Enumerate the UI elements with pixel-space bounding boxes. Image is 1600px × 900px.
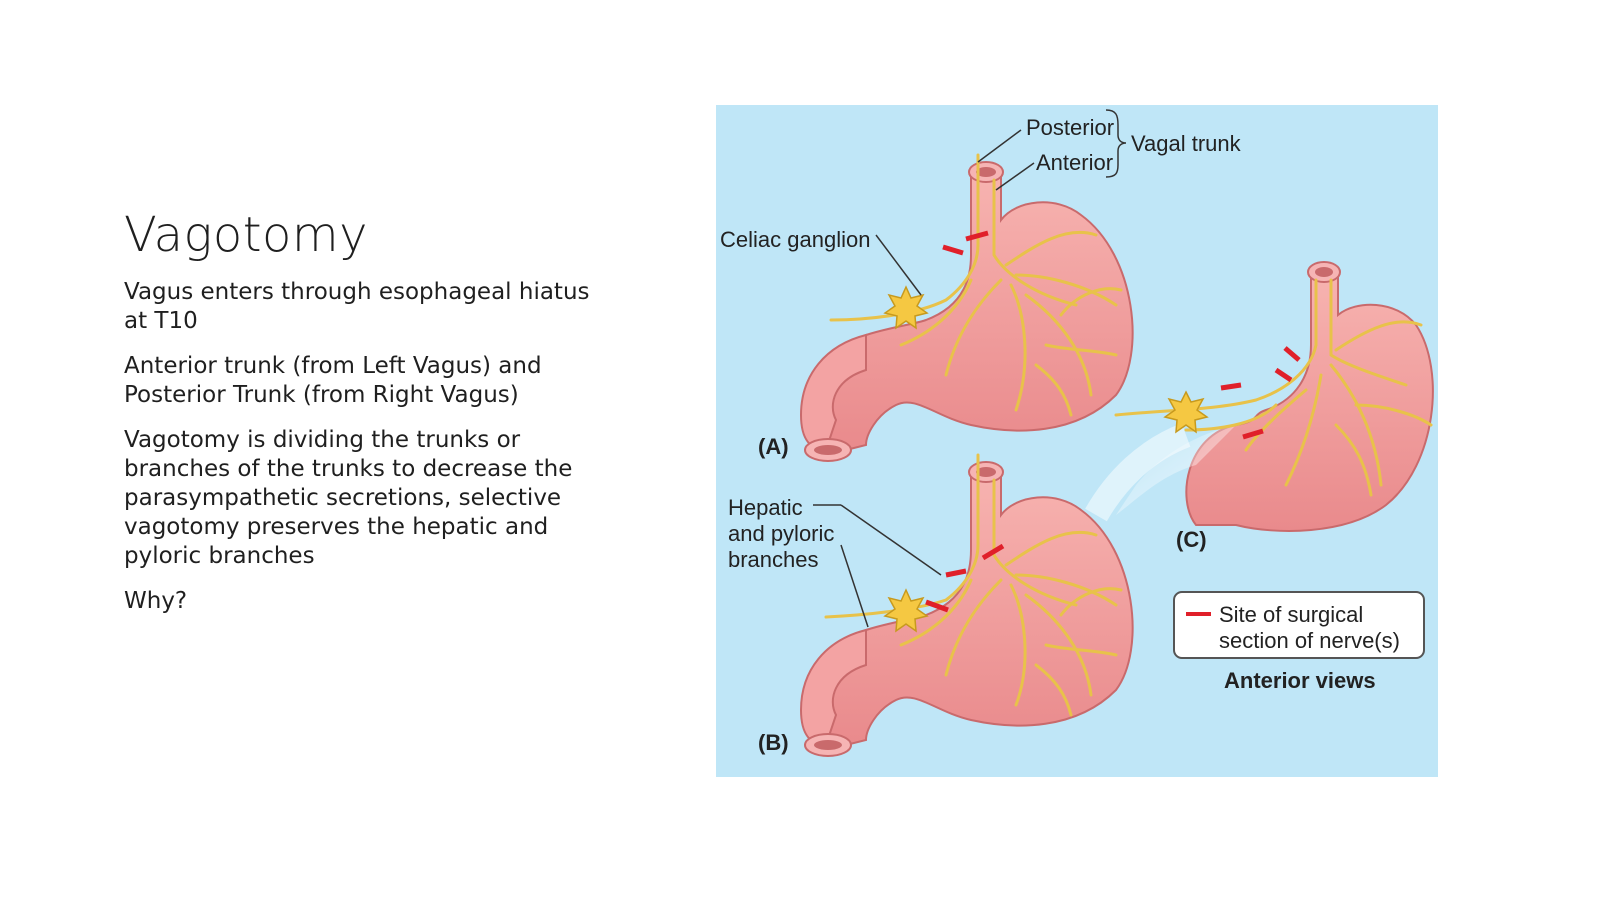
label-anterior: Anterior xyxy=(1036,150,1113,175)
label-vagal-trunk: Vagal trunk xyxy=(1131,131,1242,156)
label-celiac-ganglion: Celiac ganglion xyxy=(720,227,870,252)
label-panel-b: (B) xyxy=(758,730,789,755)
celiac-ganglion-c-icon xyxy=(1163,390,1209,434)
label-hepatic-line2: and pyloric xyxy=(728,521,834,546)
label-posterior: Posterior xyxy=(1026,115,1114,140)
label-panel-a: (A) xyxy=(758,434,789,459)
slide-body: Vagus enters through esophageal hiatus a… xyxy=(124,278,614,632)
stomach-c xyxy=(1085,261,1434,532)
paragraph-trunks: Anterior trunk (from Left Vagus) and Pos… xyxy=(124,353,542,408)
legend: Site of surgical section of nerve(s) xyxy=(1173,591,1425,659)
stomach-a xyxy=(799,153,1134,462)
label-panel-c: (C) xyxy=(1176,527,1207,552)
label-hepatic-line3: branches xyxy=(728,547,819,572)
paragraph-why: Why? xyxy=(124,588,188,614)
legend-line1: Site of surgical xyxy=(1219,602,1363,627)
paragraph-vagus-entry: Vagus enters through esophageal hiatus a… xyxy=(124,279,590,334)
slide-title: Vagotomy xyxy=(124,207,369,263)
paragraph-vagotomy-definition: Vagotomy is dividing the trunks or branc… xyxy=(124,427,573,569)
stomach-b xyxy=(799,453,1134,757)
vagotomy-illustration: Posterior Anterior Vagal trunk Celiac ga… xyxy=(716,105,1438,777)
label-anterior-views: Anterior views xyxy=(1224,668,1376,693)
legend-line2: section of nerve(s) xyxy=(1219,628,1400,653)
celiac-ganglion-b-icon xyxy=(883,588,929,633)
label-hepatic-line1: Hepatic xyxy=(728,495,803,520)
vagotomy-figure: Posterior Anterior Vagal trunk Celiac ga… xyxy=(716,105,1438,777)
celiac-ganglion-a-icon xyxy=(883,285,929,330)
